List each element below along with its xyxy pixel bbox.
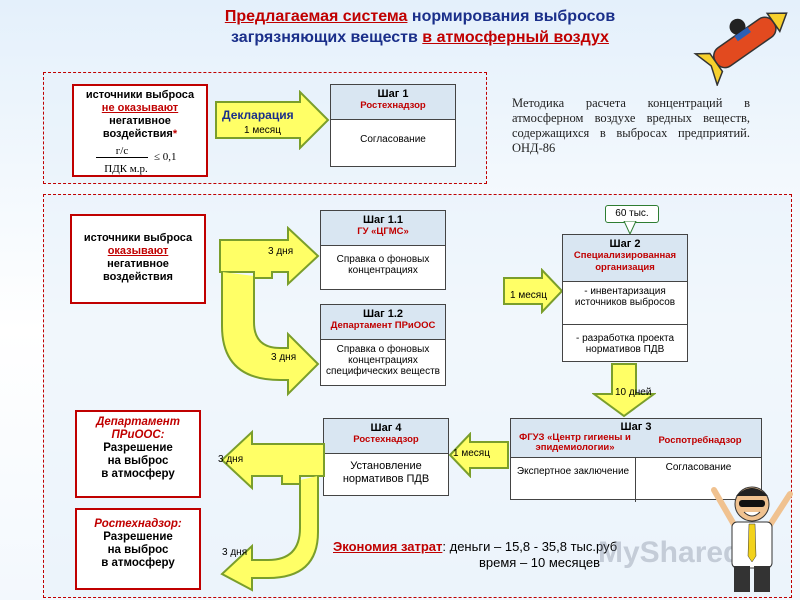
department-permit-line1: Разрешение: [103, 442, 173, 454]
step-2-title: Шаг 2: [609, 238, 641, 250]
bottom-sources-line4: воздействия: [103, 271, 173, 283]
step-1-body: Согласование: [360, 134, 426, 145]
step-2-body-1: - инвентаризация источников выбросов: [563, 282, 687, 325]
left-split-arrow: [220, 429, 325, 592]
step-1-org: Ростехнадзор: [360, 100, 426, 111]
arrow-days-2: 3 дня: [271, 352, 297, 363]
top-sources-line4: воздействия: [102, 128, 173, 140]
step-3-title: Шаг 3: [620, 421, 652, 433]
cartoon-man-illustration: [711, 486, 793, 592]
rostekhnadzor-permit-box: Ростехнадзор: Разрешение на выброс в атм…: [75, 508, 201, 590]
economy-money: : деньги – 15,8 - 35,8 тыс.руб: [442, 539, 618, 554]
declaration-arrow: [215, 90, 330, 150]
split-arrow: [219, 226, 320, 397]
economy-label: Экономия затрат: [333, 539, 443, 554]
title-highlight-1: Предлагаемая система: [224, 8, 408, 25]
days10-label: 10 дней: [615, 387, 652, 398]
days-label-a: 3 дня: [218, 454, 244, 465]
rostekhnadzor-permit-line3: в атмосферу: [101, 557, 175, 569]
arrow-days-1: 3 дня: [268, 246, 294, 257]
method-reference: Методика расчета концентраций в атмосфер…: [512, 96, 750, 155]
declaration-period: 1 месяц: [244, 125, 281, 136]
step-1-1-org: ГУ «ЦГМС»: [357, 226, 409, 237]
declaration-label: Декларация: [222, 108, 294, 122]
department-permit-box: Департамент ПРиООС: Разрешение на выброс…: [75, 410, 201, 498]
formula-numerator: г/с: [96, 145, 148, 158]
top-sources-line3: негативное: [109, 115, 171, 127]
step-3-body-right: Согласование: [665, 462, 732, 473]
month-arrow-1: [503, 268, 564, 314]
department-permit-line2: на выброс: [107, 455, 169, 467]
title-text-1: нормирования выбросов: [407, 8, 616, 25]
page-title: Предлагаемая система нормирования выброс…: [160, 6, 680, 48]
step-3-org-right: Роспотребнадзор: [658, 435, 742, 446]
economy-time: время – 10 месяцев: [479, 555, 601, 570]
days10-arrow: [592, 363, 656, 418]
step-2-body-2: - разработка проекта нормативов ПДВ: [575, 333, 675, 355]
rostekhnadzor-permit-line2: на выброс: [107, 544, 169, 556]
rocket-illustration: [693, 12, 788, 86]
step-1-2-body: Справка о фоновых концентрациях специфич…: [326, 344, 440, 377]
bottom-sources-line2: оказывают: [107, 245, 169, 257]
top-sources-line2: не оказывают: [101, 102, 179, 114]
economy-text: Экономия затрат: деньги – 15,8 - 35,8 ты…: [333, 539, 617, 571]
formula-denominator: ПДК м.р.: [104, 163, 148, 175]
top-sources-box: источники выброса не оказывают негативно…: [72, 84, 208, 177]
department-permit-line3: в атмосферу: [101, 468, 175, 480]
rostekhnadzor-permit-line1: Разрешение: [103, 531, 173, 543]
rostekhnadzor-permit-org: Ростехнадзор:: [94, 518, 182, 530]
days-label-b: 3 дня: [222, 547, 248, 558]
department-permit-org: Департамент ПРиООС:: [96, 416, 180, 441]
bottom-sources-line3: негативное: [107, 258, 169, 270]
watermark: MyShared: [598, 536, 742, 569]
title-highlight-2: в атмосферный воздух: [422, 29, 609, 46]
step-1-1-body: Справка о фоновых концентрациях: [336, 254, 430, 276]
bottom-sources-box: источники выброса оказывают негативное в…: [70, 214, 206, 304]
cost-bubble-text: 60 тыс.: [615, 208, 649, 219]
title-text-2: загрязняющих веществ: [231, 29, 423, 46]
bottom-sources-line1: источники выброса: [83, 232, 193, 244]
step-1-2-org: Департамент ПРиООС: [330, 320, 436, 331]
month-label-1: 1 месяц: [510, 290, 547, 301]
step-3-body-left: Экспертное заключение: [511, 458, 636, 502]
step-4-body: Установление нормативов ПДВ: [342, 460, 430, 485]
step-1-title: Шаг 1: [377, 88, 409, 100]
step-4-org: Ростехнадзор: [353, 434, 419, 445]
step-1-1-title: Шаг 1.1: [362, 214, 404, 226]
month-arrow-2: [448, 432, 509, 478]
top-sources-line1: источники выброса: [85, 89, 195, 101]
top-sources-asterisk: *: [172, 128, 178, 140]
step-1-2-title: Шаг 1.2: [362, 308, 404, 320]
cost-bubble-tail: [623, 221, 637, 235]
step-4-title: Шаг 4: [370, 422, 402, 434]
step-3-org-left: ФГУЗ «Центр гигиены и эпидемиологии»: [519, 432, 631, 453]
formula-comparison: ≤ 0,1: [154, 151, 177, 163]
month-label-2: 1 месяц: [453, 448, 490, 459]
step-2-org: Специализированная организация: [573, 250, 677, 273]
threshold-formula: г/с ≤ 0,1 ПДК м.р.: [96, 139, 206, 175]
step-3-box: Шаг 3 ФГУЗ «Центр гигиены и эпидемиологи…: [510, 418, 762, 502]
